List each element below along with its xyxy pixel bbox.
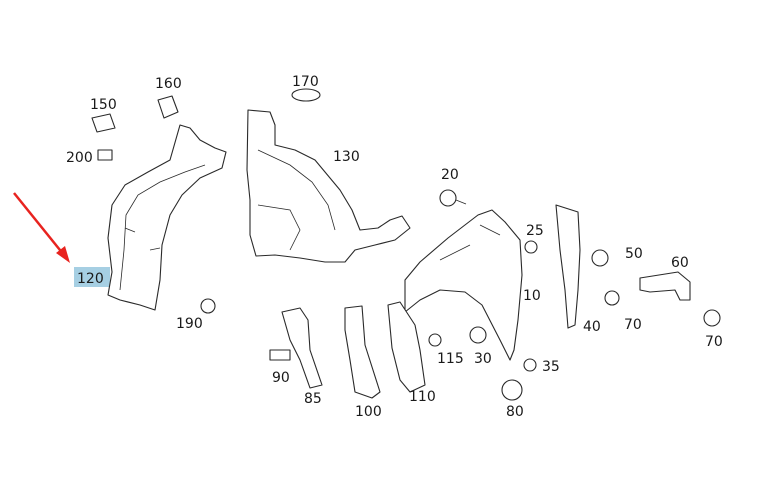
fastener-30[interactable] <box>469 326 487 344</box>
part-10-fender[interactable] <box>404 209 523 361</box>
fastener-20[interactable] <box>439 189 467 207</box>
pointer-arrow <box>13 192 70 263</box>
fastener-190[interactable] <box>200 298 216 314</box>
label-110: 110 <box>409 389 436 405</box>
label-120: 120 <box>77 271 104 287</box>
label-115: 115 <box>437 351 464 367</box>
fastener-80[interactable] <box>501 379 523 401</box>
fastener-170[interactable] <box>291 88 321 102</box>
label-170: 170 <box>292 74 319 90</box>
label-80: 80 <box>506 404 524 420</box>
label-100: 100 <box>355 404 382 420</box>
highlight-box[interactable] <box>74 267 110 287</box>
label-150: 150 <box>90 97 117 113</box>
fastener-70b[interactable] <box>703 309 721 327</box>
part-120-wheel-arch-liner[interactable] <box>107 124 227 311</box>
fastener-115[interactable] <box>428 333 442 347</box>
fastener-70a[interactable] <box>604 290 620 306</box>
fastener-35[interactable] <box>523 358 537 372</box>
label-85: 85 <box>304 391 322 407</box>
label-200: 200 <box>66 150 93 166</box>
fastener-200[interactable] <box>97 149 113 161</box>
part-85-bracket[interactable] <box>281 307 323 389</box>
label-130: 130 <box>333 149 360 165</box>
label-60: 60 <box>671 255 689 271</box>
label-40: 40 <box>583 319 601 335</box>
part-130-inner-liner[interactable] <box>246 109 411 263</box>
part-40-strip[interactable] <box>555 204 581 329</box>
label-25: 25 <box>526 223 544 239</box>
fastener-25[interactable] <box>524 240 538 254</box>
fastener-50[interactable] <box>591 249 609 267</box>
part-60-bracket[interactable] <box>639 271 691 301</box>
part-110-bracket[interactable] <box>387 301 426 393</box>
fastener-160[interactable] <box>157 95 179 119</box>
fastener-90[interactable] <box>269 349 291 361</box>
label-90: 90 <box>272 370 290 386</box>
part-100-seal[interactable] <box>344 305 381 399</box>
label-35: 35 <box>542 359 560 375</box>
label-20: 20 <box>441 167 459 183</box>
fastener-150[interactable] <box>91 113 116 133</box>
label-70b: 70 <box>705 334 723 350</box>
label-30: 30 <box>474 351 492 367</box>
label-10: 10 <box>523 288 541 304</box>
label-190: 190 <box>176 316 203 332</box>
label-160: 160 <box>155 76 182 92</box>
label-50: 50 <box>625 246 643 262</box>
label-70a: 70 <box>624 317 642 333</box>
